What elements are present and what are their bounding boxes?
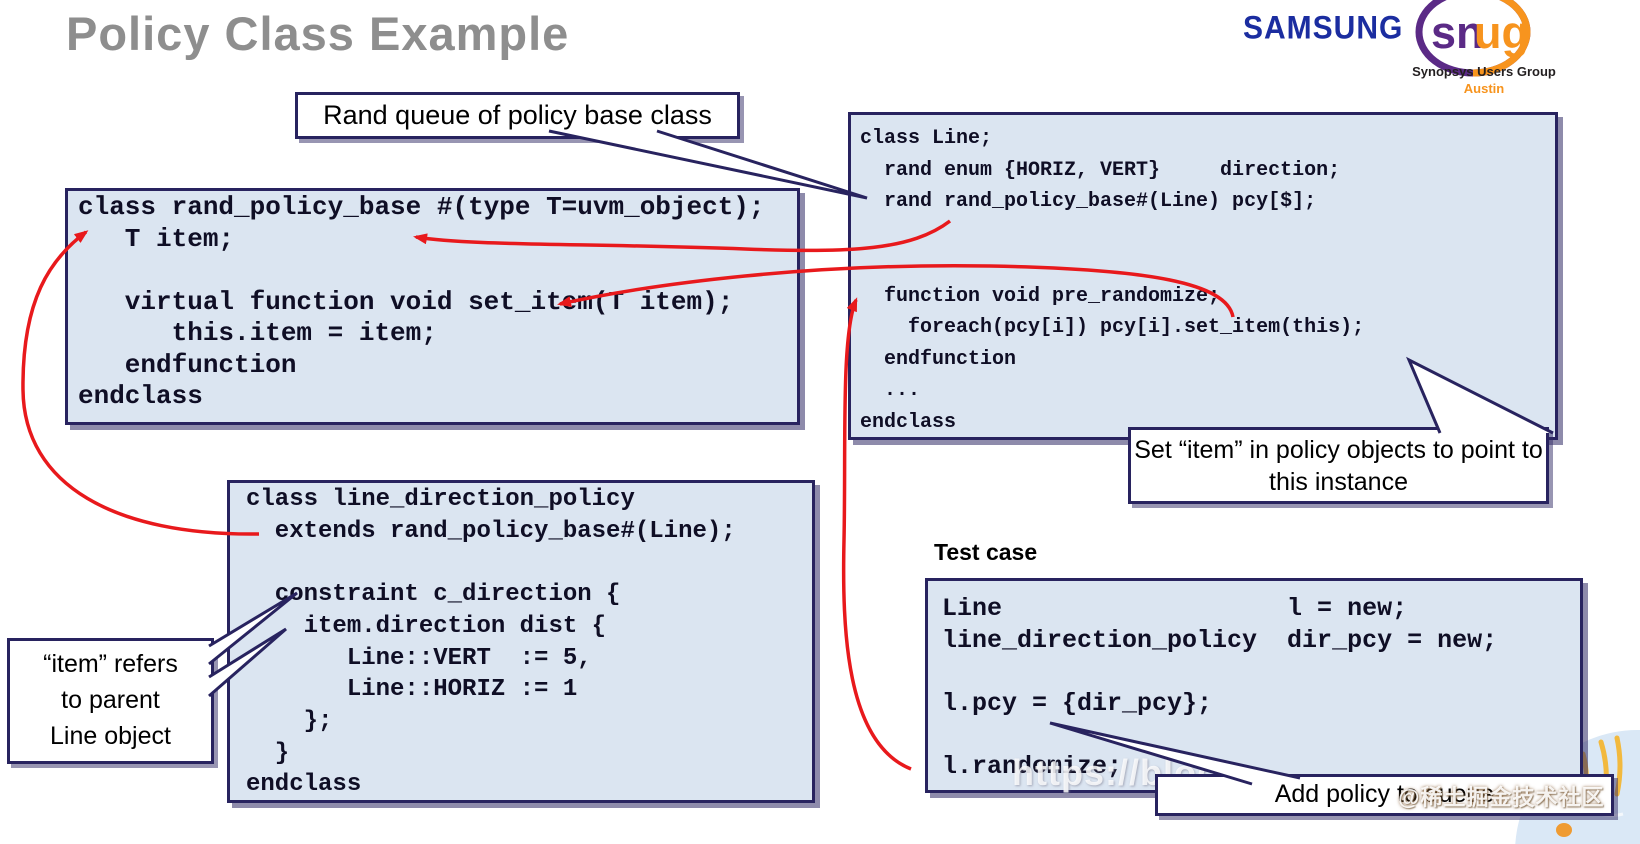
code-block-rand-policy-base: class rand_policy_base #(type T=uvm_obje… [65,188,800,425]
callout-set-item: Set “item” in policy objects to point to… [1128,427,1549,504]
snug-logo-text-right: ug [1474,7,1529,58]
code-text-line-class: class Line; rand enum {HORIZ, VERT} dire… [860,127,1365,434]
test-case-label: Test case [934,539,1038,565]
snug-logo-text-left: sn [1431,7,1484,58]
snug-logo: sn ug [1415,0,1531,77]
callout-item-refers: “item” refers to parent Line object [7,638,214,764]
code-block-line-class: class Line; rand enum {HORIZ, VERT} dire… [848,112,1558,440]
code-text-rand-policy-base: class rand_policy_base #(type T=uvm_obje… [78,192,765,411]
synopsys-users-group-label: Synopsys Users Group [1412,64,1556,79]
page-title: Policy Class Example [66,7,570,60]
callout-add-policy: Add policy to queue [1155,774,1614,816]
callout-rand-queue: Rand queue of policy base class [295,92,740,139]
community-watermark: @稀土掘金技术社区 [1398,785,1605,810]
snug-city-label: Austin [1463,81,1505,96]
code-block-test-case: Line l = new; line_direction_policy dir_… [925,578,1583,793]
code-block-line-direction-policy: class line_direction_policy extends rand… [227,480,815,803]
code-text-line-direction-policy: class line_direction_policy extends rand… [246,486,736,799]
code-text-test-case: Line l = new; line_direction_policy dir_… [942,594,1498,781]
samsung-logo: SAMSUNG [1243,10,1404,47]
